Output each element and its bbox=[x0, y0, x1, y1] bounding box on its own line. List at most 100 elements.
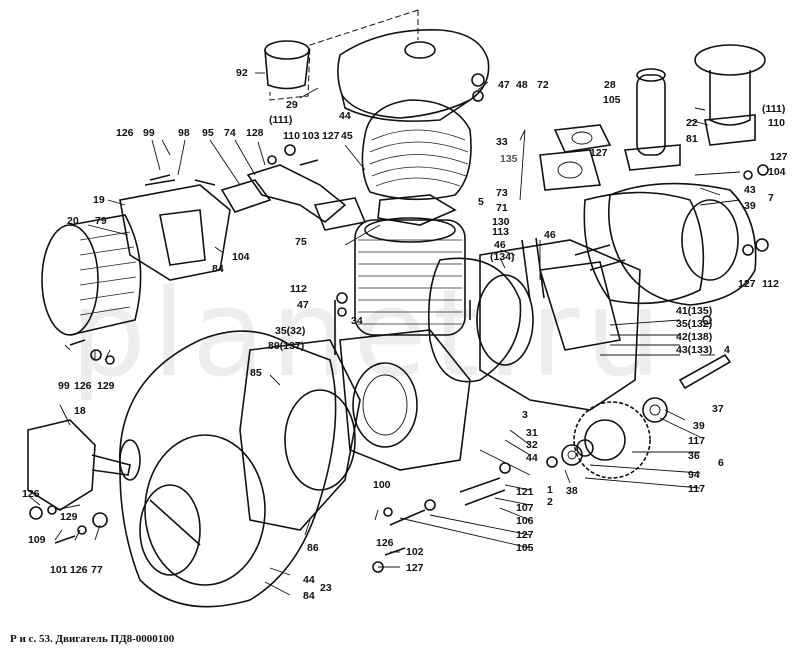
callout-106: 106 bbox=[516, 515, 534, 527]
callout-110: 110 bbox=[283, 130, 300, 142]
callout-127: 127 bbox=[406, 562, 424, 574]
callout-36: 36 bbox=[688, 450, 700, 462]
callout-89-137: 89(137) bbox=[268, 340, 305, 352]
callout-46: 46 bbox=[544, 229, 556, 241]
callout-6: 6 bbox=[718, 457, 724, 469]
figure-caption: Р и с. 53. Двигатель ПД8-0000100 bbox=[10, 633, 175, 645]
air-filter bbox=[41, 214, 142, 336]
cylinder bbox=[354, 217, 466, 336]
callout-85: 85 bbox=[250, 367, 262, 379]
callout-45: 45 bbox=[341, 130, 353, 142]
callout-107: 107 bbox=[516, 502, 534, 514]
callout-79: 79 bbox=[95, 215, 107, 227]
callout-3: 3 bbox=[522, 409, 528, 421]
callout-92: 92 bbox=[236, 67, 248, 79]
callout-18: 18 bbox=[74, 405, 86, 417]
crankcase bbox=[427, 239, 641, 411]
callout-74: 74 bbox=[224, 127, 236, 139]
callout-71: 71 bbox=[496, 202, 508, 214]
callout-129: 129 bbox=[97, 380, 115, 392]
callout-104: 104 bbox=[768, 166, 786, 178]
callout-43: 43 bbox=[744, 184, 756, 196]
callout-84: 84 bbox=[212, 263, 224, 275]
callout-127: 127 bbox=[738, 278, 756, 290]
callout-117: 117 bbox=[688, 483, 705, 495]
callout-44: 44 bbox=[339, 110, 351, 122]
leader-lines bbox=[29, 72, 741, 596]
callout-100: 100 bbox=[373, 479, 391, 491]
callout-19: 19 bbox=[93, 194, 105, 206]
callout-126: 126 bbox=[70, 564, 88, 576]
callout-128: 128 bbox=[246, 127, 264, 139]
callout-117: 117 bbox=[688, 435, 705, 447]
callout-38: 38 bbox=[566, 485, 578, 497]
callout-37: 37 bbox=[712, 403, 724, 415]
callout-134: (134) bbox=[490, 251, 515, 263]
callout-126: 126 bbox=[74, 380, 92, 392]
callout-130: 130 bbox=[492, 216, 510, 228]
shaft bbox=[678, 353, 732, 390]
callout-22: 22 bbox=[686, 117, 698, 129]
callout-126: 126 bbox=[22, 488, 40, 500]
callout-127: 127 bbox=[322, 130, 340, 142]
callout-35-32: 35(32) bbox=[275, 325, 306, 337]
callout-112: 112 bbox=[762, 278, 779, 290]
bolts bbox=[54, 159, 506, 556]
callout-98: 98 bbox=[178, 127, 190, 139]
callout-129: 129 bbox=[60, 511, 78, 523]
callout-20: 20 bbox=[67, 215, 79, 227]
callout-81: 81 bbox=[686, 133, 698, 145]
cylinder-head bbox=[361, 99, 472, 201]
callout-28: 28 bbox=[604, 79, 616, 91]
callout-127: 127 bbox=[590, 147, 608, 159]
callout-47: 47 bbox=[297, 299, 309, 311]
flywheel-housing bbox=[239, 339, 361, 531]
callout-39: 39 bbox=[693, 420, 705, 432]
callout-33: 33 bbox=[496, 136, 508, 148]
callout-5: 5 bbox=[478, 196, 484, 208]
callout-112: 112 bbox=[290, 283, 307, 295]
callout-29: 29 bbox=[286, 99, 298, 111]
callout-47: 47 bbox=[498, 79, 510, 91]
callout-94: 94 bbox=[688, 469, 700, 481]
callout-111: (111) bbox=[762, 103, 786, 115]
callout-48: 48 bbox=[516, 79, 528, 91]
callout-99: 99 bbox=[143, 127, 155, 139]
callout-95: 95 bbox=[202, 127, 214, 139]
head-gasket bbox=[377, 194, 457, 226]
intake-manifold bbox=[220, 164, 367, 231]
callout-104: 104 bbox=[232, 251, 250, 263]
callout-111: (111) bbox=[269, 114, 293, 126]
callout-35-132: 35(132) bbox=[676, 318, 713, 330]
callout-41-135: 41(135) bbox=[676, 305, 713, 317]
fan-housing bbox=[118, 330, 337, 608]
washers bbox=[29, 73, 769, 573]
callout-86: 86 bbox=[307, 542, 319, 554]
carburetor bbox=[119, 179, 231, 281]
callout-75: 75 bbox=[295, 236, 307, 248]
callout-127: 127 bbox=[516, 529, 534, 541]
cylinder-head-cover bbox=[337, 29, 490, 122]
callout-1: 1 bbox=[547, 484, 553, 496]
callout-42-138: 42(138) bbox=[676, 331, 713, 343]
oil-filler-cap bbox=[264, 40, 310, 90]
breather bbox=[694, 44, 766, 146]
callout-126: 126 bbox=[116, 127, 134, 139]
callout-31: 31 bbox=[526, 427, 538, 439]
callout-109: 109 bbox=[28, 534, 46, 546]
callout-23: 23 bbox=[320, 582, 332, 594]
assembly-line bbox=[269, 9, 419, 101]
callout-44: 44 bbox=[526, 452, 538, 464]
callout-121: 121 bbox=[516, 486, 534, 498]
callout-135: 135 bbox=[500, 153, 518, 165]
callout-101: 101 bbox=[50, 564, 68, 576]
callout-32: 32 bbox=[526, 439, 538, 451]
callout-4: 4 bbox=[724, 344, 730, 356]
callout-113: 113 bbox=[492, 226, 509, 238]
callout-73: 73 bbox=[496, 187, 508, 199]
side-cover bbox=[583, 182, 757, 306]
callout-84: 84 bbox=[303, 590, 315, 602]
callout-72: 72 bbox=[537, 79, 549, 91]
callout-99: 99 bbox=[58, 380, 70, 392]
